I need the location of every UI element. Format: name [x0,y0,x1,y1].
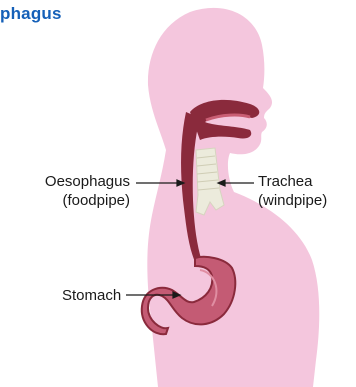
oesophagus-label: Oesophagus (foodpipe) [2,172,130,210]
oesophagus-label-line2: (foodpipe) [2,191,130,210]
trachea-label-line1: Trachea [258,172,327,191]
stomach-label: Stomach [62,286,121,305]
trachea-label: Trachea (windpipe) [258,172,327,210]
oesophagus-label-line1: Oesophagus [2,172,130,191]
trachea-label-line2: (windpipe) [258,191,327,210]
